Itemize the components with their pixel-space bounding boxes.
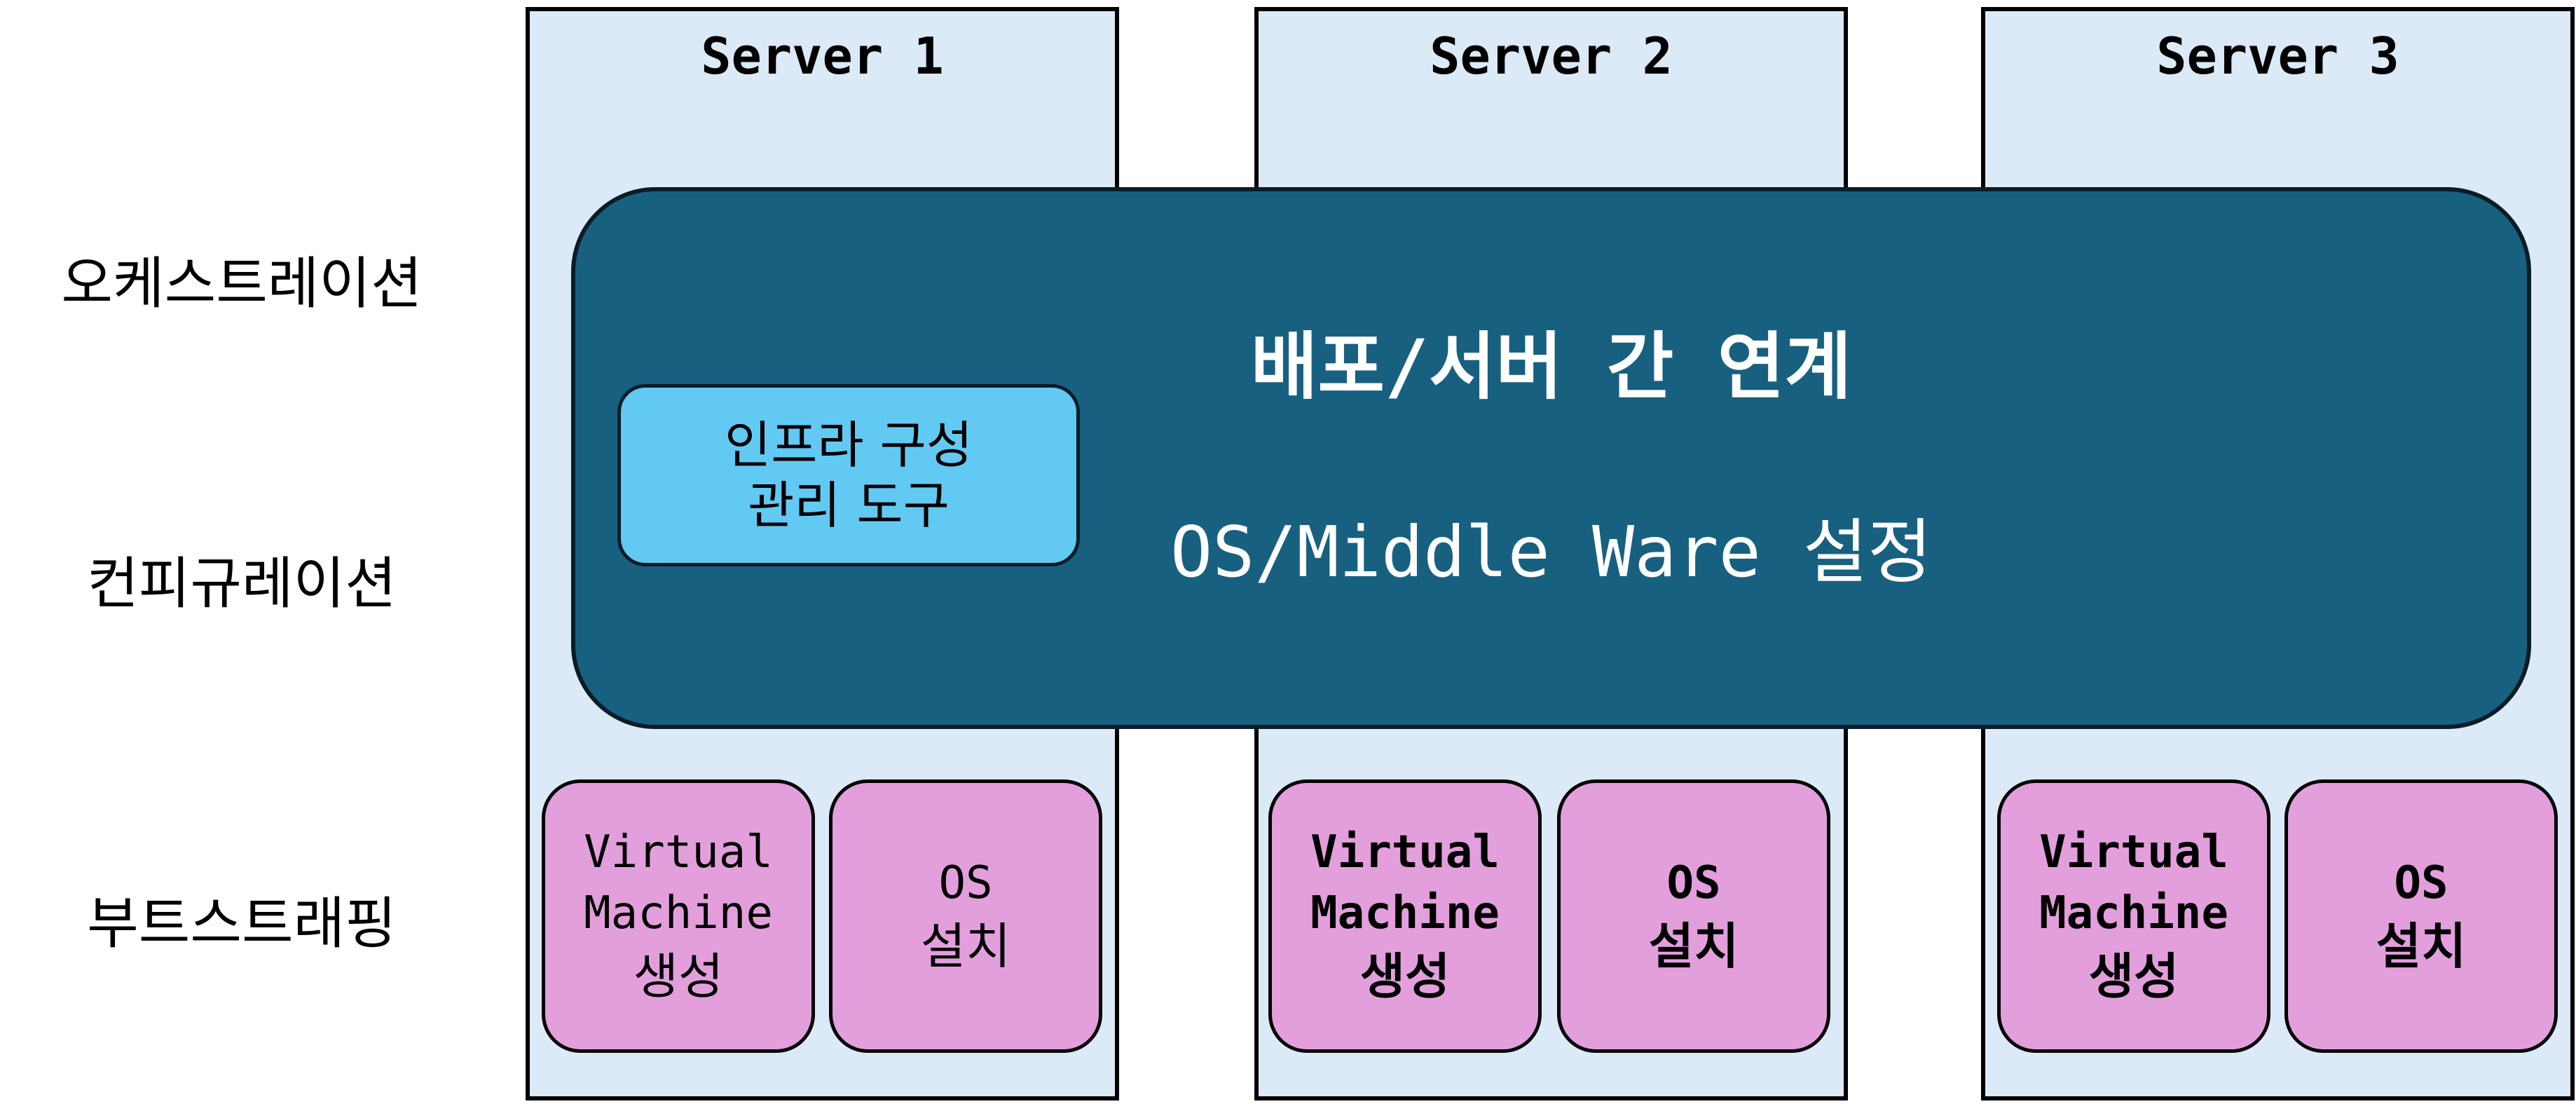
- vm-box-line1: Virtual: [1310, 826, 1500, 879]
- infra-tool-line2: 관리 도구: [748, 476, 950, 535]
- os-box-line1: OS: [2394, 857, 2448, 909]
- orchestration-title: 배포/서버 간 연계: [1250, 324, 1852, 409]
- os-box-line2: 설치: [920, 917, 1011, 975]
- layer-label-bootstrapping: 부트스트래핑: [87, 891, 397, 956]
- vm-create-box-2: Virtual Machine 생성: [1268, 779, 1542, 1053]
- infra-tool-line1: 인프라 구성: [724, 415, 973, 475]
- os-install-box-1: OS 설치: [829, 779, 1102, 1053]
- vm-box-line2: Machine: [584, 887, 773, 939]
- vm-box-line1: Virtual: [2039, 826, 2228, 879]
- server-title: Server 2: [1430, 27, 1673, 86]
- os-box-line1: OS: [1666, 857, 1721, 909]
- vm-box-line2: Machine: [1310, 887, 1500, 939]
- layer-label-configuration: 컨피규레이션: [87, 551, 397, 616]
- orchestration-box: 배포/서버 간 연계 OS/Middle Ware 설정 인프라 구성 관리 도…: [571, 187, 2531, 729]
- os-box-line2: 설치: [2376, 917, 2467, 975]
- vm-box-line2: Machine: [2039, 887, 2228, 939]
- os-box-line1: OS: [938, 857, 993, 909]
- vm-box-line3: 생성: [1359, 948, 1451, 1006]
- layer-label-orchestration: 오케스트레이션: [61, 251, 423, 316]
- os-install-box-3: OS 설치: [2284, 779, 2558, 1053]
- infra-tool-box: 인프라 구성 관리 도구: [617, 384, 1080, 566]
- vm-box-line1: Virtual: [584, 826, 773, 879]
- server-title: Server 3: [2156, 27, 2399, 86]
- vm-create-box-1: Virtual Machine 생성: [542, 779, 815, 1053]
- os-box-line2: 설치: [1648, 917, 1739, 975]
- vm-box-line3: 생성: [633, 948, 724, 1006]
- vm-box-line3: 생성: [2088, 948, 2179, 1006]
- configuration-title: OS/Middle Ware 설정: [1170, 511, 1933, 593]
- os-install-box-2: OS 설치: [1557, 779, 1830, 1053]
- server-title: Server 1: [701, 27, 944, 86]
- vm-create-box-3: Virtual Machine 생성: [1997, 779, 2270, 1053]
